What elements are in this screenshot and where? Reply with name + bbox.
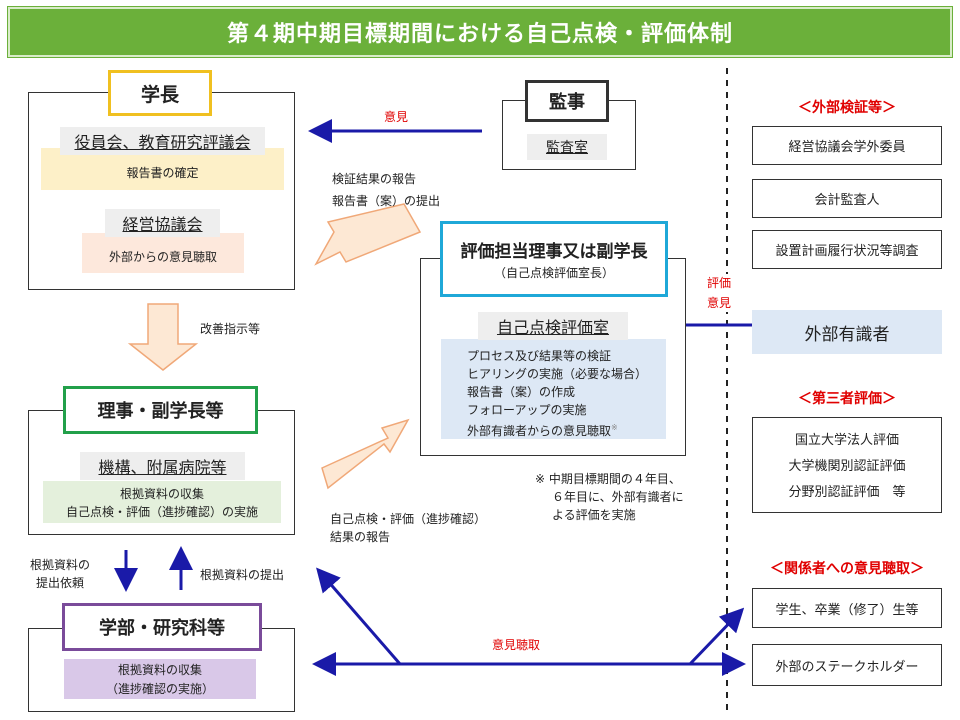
external-verification-item: 経営協議会学外委員: [752, 126, 942, 165]
improvement-down-arrow: [127, 303, 199, 371]
board-note-panel: [41, 148, 284, 190]
faculty-note-1: 根拠資料の収集: [117, 663, 202, 677]
board-label: 役員会、教育研究評議会: [60, 127, 265, 155]
page-title: 第４期中期目標期間における自己点検・評価体制: [7, 6, 953, 58]
evaluation-subtitle: （自己点検評価室長）: [493, 266, 614, 280]
task-item: 外部有識者からの意見聴取※: [467, 419, 666, 440]
task-mark: ※: [611, 423, 618, 432]
footnote-line-2: ６年目に、外部有識者に: [552, 490, 684, 504]
org-label: 機構、附属病院等: [80, 452, 245, 480]
arrow-hearing-student: [688, 607, 745, 666]
label-eval-opinion: 意見: [707, 294, 732, 312]
external-verification-item: 設置計画履行状況等調査: [752, 230, 942, 269]
directors-note-1: 根拠資料の収集: [119, 487, 204, 501]
third-party-box: 国立大学法人評価 大学機関別認証評価 分野別認証評価 等: [752, 417, 942, 513]
task-item: 報告書（案）の作成: [467, 385, 576, 399]
footnote-line-3: よる評価を実施: [552, 508, 636, 522]
task-item: フォローアップの実施: [467, 403, 587, 417]
stakeholder-item: 外部のステークホルダー: [752, 644, 942, 686]
footnote-line-1: ※ 中期目標期間の４年目、: [535, 472, 681, 486]
label-self-eval-1: 自己点検・評価（進捗確認）: [330, 512, 487, 526]
directors-note-2: 自己点検・評価（進捗確認）の実施: [65, 505, 258, 519]
external-expert-box: 外部有識者: [752, 310, 942, 354]
label-hearing: 意見聴取: [492, 638, 541, 652]
president-label: 学長: [140, 83, 179, 106]
faculty-header: 学部・研究科等: [62, 603, 262, 651]
directors-label: 理事・副学長等: [97, 401, 224, 422]
report-up-arrow: [314, 203, 422, 266]
third-party-item: 国立大学法人評価: [794, 433, 899, 448]
label-eval: 評価: [707, 274, 732, 292]
label-opinion: 意見: [384, 110, 409, 124]
auditor-label: 監事: [549, 92, 585, 113]
evaluation-tasks-panel: プロセス及び結果等の検証 ヒアリングの実施（必要な場合） 報告書（案）の作成 フ…: [441, 339, 666, 439]
auditor-header: 監事: [525, 80, 609, 122]
faculty-note-2: （進捗確認の実施）: [105, 682, 214, 696]
task-text: 外部有識者からの意見聴取: [467, 424, 612, 438]
faculty-label: 学部・研究科等: [99, 618, 225, 639]
stakeholder-item: 学生、卒業（修了）生等: [752, 588, 942, 628]
mgmt-label: 経営協議会: [105, 209, 220, 237]
arrow-hearing-up: [316, 567, 402, 665]
mgmt-note: 外部からの意見聴取: [108, 250, 217, 264]
label-verify-1: 検証結果の報告: [332, 172, 417, 186]
external-verification-heading: ＜外部検証等＞: [798, 100, 896, 116]
external-verification-item: 会計監査人: [752, 179, 942, 218]
task-item: ヒアリングの実施（必要な場合）: [467, 367, 648, 381]
label-request-1: 根拠資料の: [30, 558, 91, 572]
self-eval-up-arrow: [321, 418, 410, 490]
board-note: 報告書の確定: [126, 166, 199, 180]
president-header: 学長: [108, 70, 212, 116]
stakeholders-heading: ＜関係者への意見聴取＞: [770, 561, 924, 577]
directors-note-panel: [43, 481, 281, 523]
faculty-note-panel: 根拠資料の収集 （進捗確認の実施）: [64, 659, 256, 699]
task-item: プロセス及び結果等の検証: [467, 349, 612, 363]
directors-header: 理事・副学長等: [63, 386, 258, 434]
evaluation-header: 評価担当理事又は副学長 （自己点検評価室長）: [440, 221, 668, 297]
third-party-heading: ＜第三者評価＞: [798, 391, 896, 407]
label-submit: 根拠資料の提出: [200, 568, 285, 582]
mgmt-note-panel: [82, 233, 244, 273]
self-eval-office: 自己点検評価室: [478, 312, 628, 340]
label-improvement: 改善指示等: [200, 322, 261, 336]
audit-office: 監査室: [527, 134, 607, 160]
evaluation-title: 評価担当理事又は副学長: [460, 242, 648, 262]
label-request-2: 提出依頼: [36, 576, 85, 590]
label-verify-2: 報告書（案）の提出: [332, 194, 441, 208]
label-self-eval-2: 結果の報告: [330, 530, 391, 544]
third-party-item: 大学機関別認証評価: [788, 459, 906, 474]
third-party-item: 分野別認証評価 等: [788, 485, 906, 500]
